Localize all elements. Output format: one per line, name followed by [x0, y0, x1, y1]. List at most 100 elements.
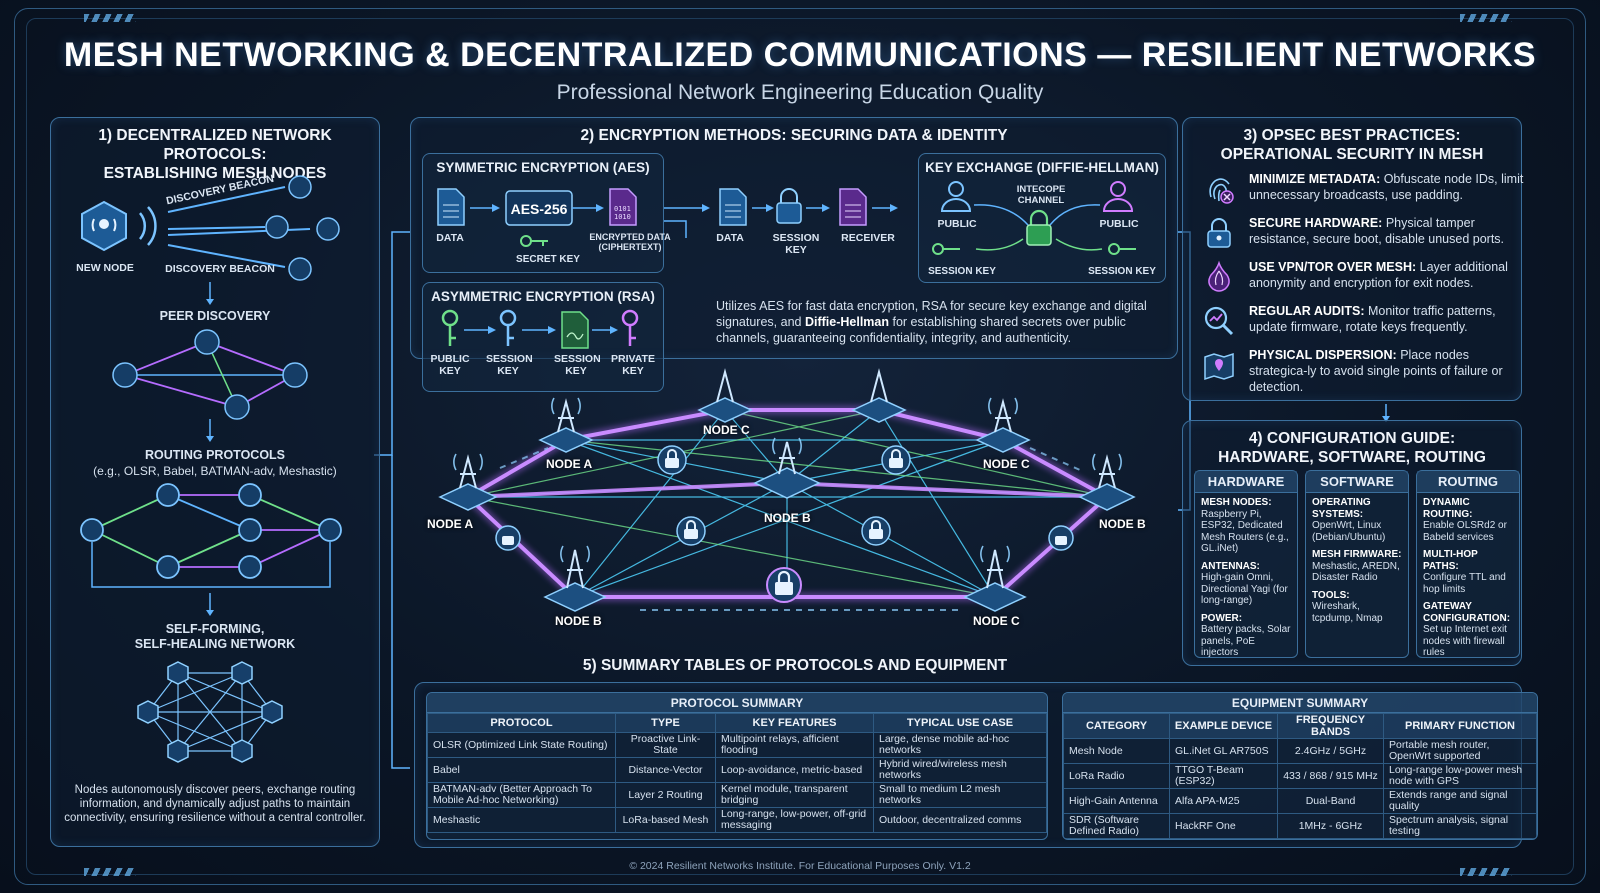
opsec-desc: Monitor traffic patterns, update firmwar…	[1249, 304, 1496, 334]
protocol-table: PROTOCOL TYPE KEY FEATURES TYPICAL USE C…	[427, 713, 1047, 833]
table-cell: Extends range and signal quality	[1383, 788, 1537, 814]
mesh-node-label: NODE A	[427, 517, 474, 531]
opsec-bold: PHYSICAL DISPERSION:	[1249, 348, 1397, 362]
table-cell: Proactive Link-State	[615, 732, 716, 758]
config-label: GATEWAY CONFIGURATION:	[1423, 601, 1511, 624]
table-cell: LoRa Radio	[1063, 763, 1170, 789]
config-section: MESH NODES:Raspberry Pi, ESP32, Dedicate…	[1201, 497, 1291, 555]
lock-icon	[1207, 218, 1231, 248]
page-title: MESH NETWORKING & DECENTRALIZED COMMUNIC…	[63, 36, 1537, 74]
table-cell: GL.iNet GL AR750S	[1169, 738, 1278, 764]
rsa-private-line1: PRIVATE	[611, 353, 655, 365]
dh-channel-label: INTECOPE CHANNEL	[1004, 184, 1078, 206]
equipment-table: CATEGORY EXAMPLE DEVICE FREQUENCY BANDS …	[1063, 713, 1537, 839]
config-software-column: SOFTWARE OPERATING SYSTEMS:OpenWrt, Linu…	[1305, 470, 1409, 658]
peer-discovery-diagram	[112, 329, 308, 420]
table-cell: 1MHz - 6GHz	[1277, 813, 1384, 839]
mesh-network-illustration	[438, 368, 1136, 612]
table-cell: LoRa-based Mesh	[615, 807, 716, 833]
document-icon	[719, 188, 747, 226]
config-label: MESH NODES:	[1201, 497, 1272, 508]
table-row: OLSR (Optimized Link State Routing)Proac…	[427, 732, 1047, 758]
config-section: GATEWAY CONFIGURATION:Set up Internet ex…	[1423, 601, 1513, 659]
key-icon	[520, 235, 548, 247]
encryption-desc-pre: Utilizes AES for fast data encryption, R…	[716, 299, 1147, 329]
user-icon	[1102, 181, 1134, 212]
section1-description: Nodes autonomously discover peers, excha…	[64, 784, 366, 824]
config-hardware-column: HARDWARE MESH NODES:Raspberry Pi, ESP32,…	[1194, 470, 1298, 658]
symmetric-title: SYMMETRIC ENCRYPTION (AES)	[436, 160, 650, 175]
config-label: MULTI-HOP PATHS:	[1423, 549, 1478, 572]
table-cell: Multipoint relays, afficient flooding	[715, 732, 874, 758]
sym-data-label: DATA	[436, 232, 464, 244]
dh-public-right-label: PUBLIC	[1099, 218, 1139, 230]
user-icon	[940, 181, 972, 212]
rsa-session2-line2: KEY	[565, 365, 587, 377]
svg-text:0101: 0101	[614, 205, 631, 213]
secret-key-label: SECRET KEY	[516, 254, 580, 265]
self-healing-network	[147, 672, 273, 752]
config-text: Meshastic, AREDN, Disaster Radio	[1312, 560, 1400, 584]
config-section: OPERATING SYSTEMS:OpenWrt, Linux (Debian…	[1312, 497, 1402, 543]
config-section: ANTENNAS:High-gain Omni, Directional Yag…	[1201, 561, 1291, 607]
header: MESH NETWORKING & DECENTRALIZED COMMUNIC…	[0, 36, 1600, 105]
rsa-session-key-label: SESSION KEY	[486, 353, 533, 377]
config-column-body: MESH NODES:Raspberry Pi, ESP32, Dedicate…	[1195, 493, 1297, 669]
table-cell: HackRF One	[1169, 813, 1278, 839]
new-node-label: NEW NODE	[76, 262, 134, 274]
receiver-label: RECEIVER	[841, 232, 895, 244]
section3-title-line2: OPERATIONAL SECURITY IN MESH	[1220, 146, 1484, 163]
peer-node-icon	[288, 257, 312, 281]
key-exchange-title: KEY EXCHANGE (DIFFIE-HELLMAN)	[925, 160, 1159, 175]
fingerprint-icon	[1209, 178, 1234, 204]
key-exchange-box: KEY EXCHANGE (DIFFIE-HELLMAN)	[918, 153, 1166, 283]
asymmetric-title: ASYMMETRIC ENCRYPTION (RSA)	[431, 289, 655, 304]
panel-opsec: 3) OPSEC BEST PRACTICES: OPERATIONAL SEC…	[1182, 117, 1522, 401]
encryption-description: Utilizes AES for fast data encryption, R…	[716, 298, 1156, 346]
signed-document-icon	[561, 311, 589, 349]
config-text: High-gain Omni, Directional Yagi (for lo…	[1201, 572, 1288, 606]
asymmetric-encryption-box: ASYMMETRIC ENCRYPTION (RSA)	[422, 282, 664, 392]
rsa-private-line2: KEY	[622, 365, 644, 377]
ciphertext-line1: ENCRYPTED DATA	[589, 232, 671, 242]
dh-channel-line2: CHANNEL	[1017, 195, 1065, 206]
column-header: KEY FEATURES	[715, 713, 874, 733]
discovery-beacon-bottom-label: DISCOVERY BEACON	[165, 263, 275, 275]
config-section: POWER:Battery packs, Solar panels, PoE i…	[1201, 613, 1291, 659]
config-column-body: OPERATING SYSTEMS:OpenWrt, Linux (Debian…	[1306, 493, 1408, 634]
mesh-node-label: NODE C	[973, 614, 1020, 628]
new-node-diagram	[80, 175, 342, 763]
dh-channel-line1: INTECOPE	[1016, 184, 1066, 195]
flow-data-label: DATA	[716, 232, 744, 244]
dh-session-left-label: SESSION KEY	[928, 266, 996, 277]
receiver-document-icon	[839, 188, 867, 226]
section1-title: 1) DECENTRALIZED NETWORK PROTOCOLS: ESTA…	[51, 126, 379, 183]
key-icon	[932, 243, 960, 255]
opsec-text: REGULAR AUDITS: Monitor traffic patterns…	[1249, 303, 1524, 335]
table-cell: Loop-avoidance, metric-based	[715, 757, 874, 783]
config-text: Enable OLSRd2 or Babeld services	[1423, 520, 1507, 543]
mesh-lock-icons	[495, 445, 1074, 603]
mesh-node-label: NODE C	[983, 457, 1030, 471]
encryption-desc-post: for establishing shared secrets over pub…	[716, 315, 1126, 345]
table-cell: Outdoor, decentralized comms	[873, 807, 1047, 833]
ciphertext-label: ENCRYPTED DATA (CIPHERTEXT)	[588, 232, 672, 252]
flow-session-key-label: SESSION KEY	[768, 232, 824, 256]
table-cell: Spectrum analysis, signal testing	[1383, 813, 1537, 839]
map-pin-icon	[1204, 352, 1234, 381]
config-label: OPERATING SYSTEMS:	[1312, 497, 1371, 520]
equipment-summary-table: EQUIPMENT SUMMARY CATEGORY EXAMPLE DEVIC…	[1062, 692, 1538, 840]
peer-node-icon	[316, 217, 340, 241]
table-cell: 2.4GHz / 5GHz	[1277, 738, 1384, 764]
rsa-session-key2-label: SESSION KEY	[554, 353, 601, 377]
opsec-bold: SECURE HARDWARE:	[1249, 216, 1383, 230]
peer-discovery-label: PEER DISCOVERY	[159, 309, 271, 323]
session-key-icon	[499, 309, 517, 346]
mesh-node-label: NODE C	[703, 423, 750, 437]
opsec-text: SECURE HARDWARE: Physical tamper resista…	[1249, 215, 1524, 247]
